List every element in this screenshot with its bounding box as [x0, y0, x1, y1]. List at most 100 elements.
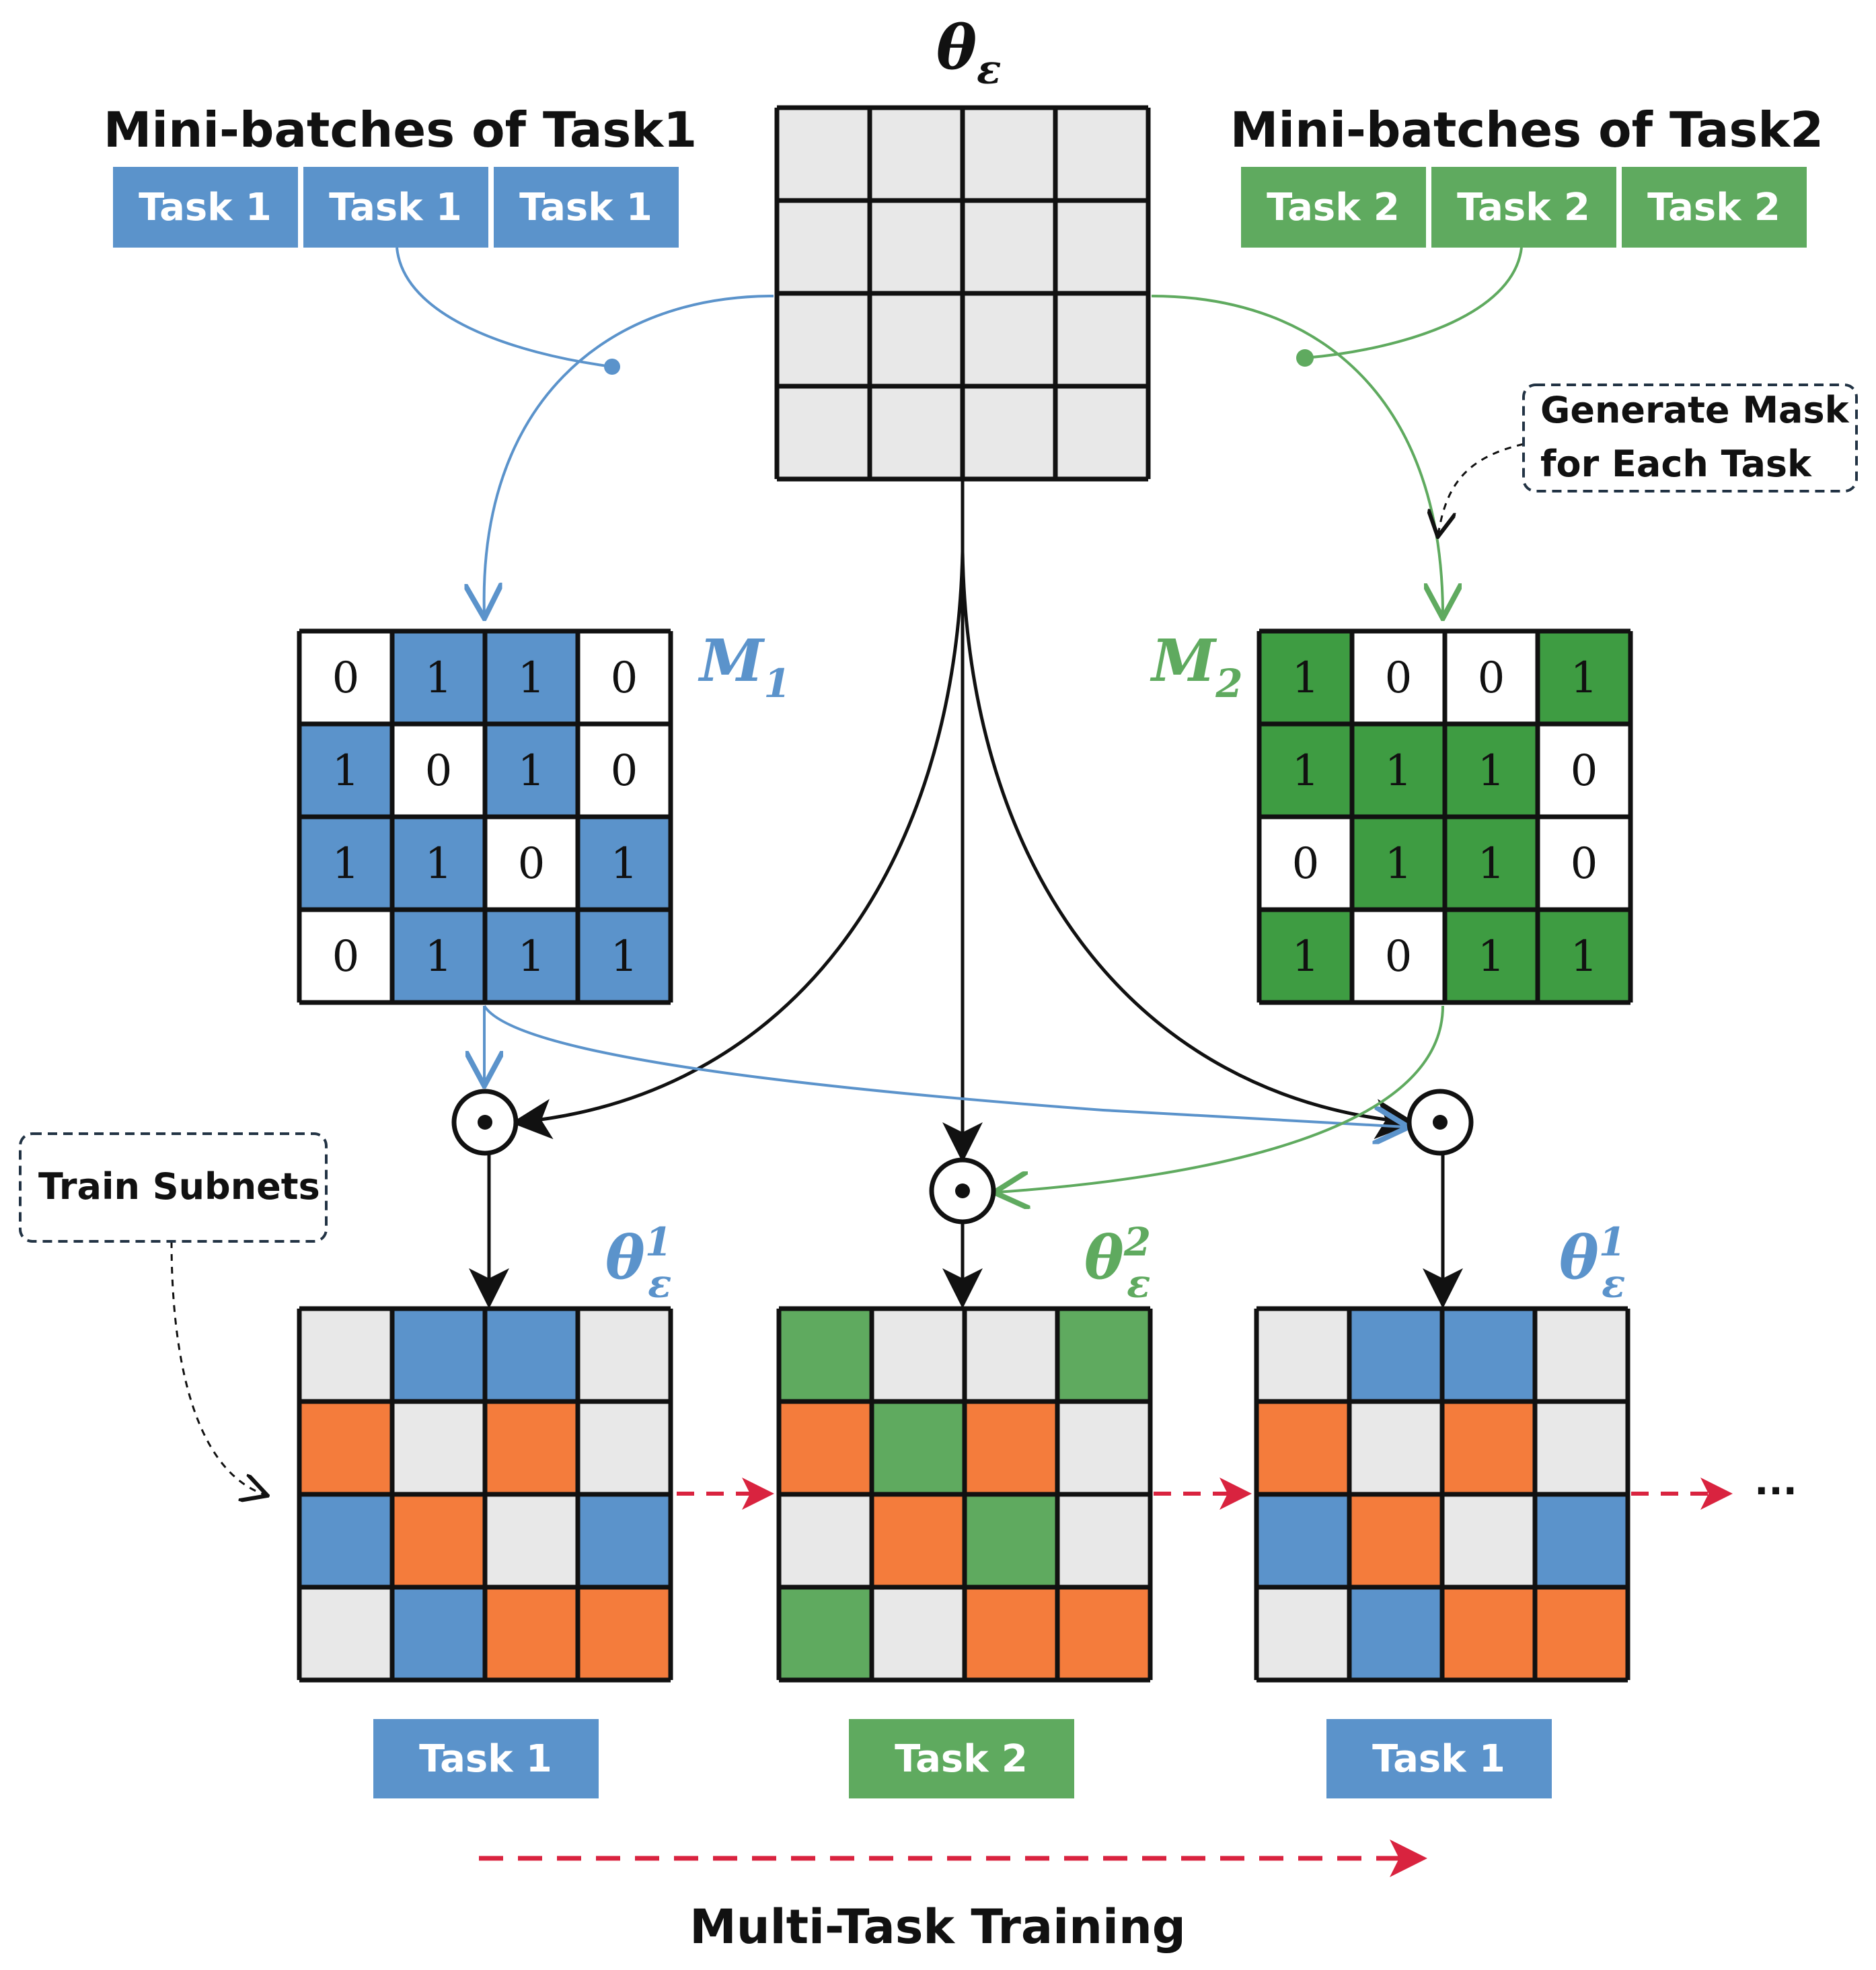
- task2-batch-box-2: Task 2: [1431, 167, 1616, 248]
- m1-mask-value: 1: [518, 653, 546, 703]
- generate-mask-line2: for Each Task: [1540, 443, 1812, 485]
- elementwise-operator-2: [929, 1157, 996, 1225]
- subnet-cell: [485, 1309, 578, 1401]
- elementwise-operator-3: [1406, 1089, 1474, 1156]
- theta-cell: [870, 386, 963, 479]
- subnet-cell: [485, 1401, 578, 1494]
- task2-batch-box-label: Task 2: [1647, 186, 1780, 229]
- m1-mask-cell: [485, 910, 578, 1002]
- m1-mask-cell: [392, 910, 485, 1002]
- m2-mask-cell: [1352, 631, 1445, 724]
- m2-mask-value: 0: [1385, 932, 1413, 982]
- subnet-cell: [1256, 1587, 1349, 1680]
- theta-cell: [777, 108, 870, 200]
- m1-mask-cell: [485, 724, 578, 817]
- m1-mask-cell: [299, 910, 392, 1002]
- task1-merge-dot: [604, 359, 620, 375]
- m2-mask-cell: [1445, 910, 1538, 1002]
- m1-mask-value: 1: [425, 839, 453, 889]
- subnet-grid-2: [776, 1306, 1153, 1683]
- theta-cell: [777, 200, 870, 293]
- m2-mask-value: 1: [1571, 653, 1598, 703]
- subnet-cell: [779, 1401, 872, 1494]
- subnet-cell: [299, 1587, 392, 1680]
- m2-mask-value: 1: [1478, 839, 1505, 889]
- m2-mask-cell: [1538, 631, 1630, 724]
- m2-mask-value: 1: [1292, 932, 1320, 982]
- task1-batch-box-label: Task 1: [329, 186, 462, 229]
- subnet-cell: [872, 1494, 965, 1587]
- m2-mask-cell: [1259, 724, 1352, 817]
- theta-cell: [777, 293, 870, 386]
- subnet-grid-1: [297, 1306, 673, 1683]
- m1-label: M1: [698, 627, 791, 706]
- subnet-grid-3: [1254, 1306, 1630, 1683]
- subnet-cell: [1349, 1309, 1442, 1401]
- subnet-cell: [1535, 1309, 1628, 1401]
- task1-batch-box-3: Task 1: [494, 167, 679, 248]
- m2-mask-value: 1: [1478, 746, 1505, 796]
- m2-mask-cell: [1538, 817, 1630, 910]
- trunk-to-op3: [961, 551, 1416, 1140]
- m2-mask-value: 1: [1478, 932, 1505, 982]
- m1-to-op3-arrow: [483, 1005, 1406, 1127]
- ellipsis: ···: [1754, 1469, 1797, 1513]
- m2-mask-cell: [1352, 817, 1445, 910]
- subnet-cell: [1057, 1401, 1150, 1494]
- subnet-cell: [1256, 1309, 1349, 1401]
- task1-batch-box-label: Task 1: [519, 186, 652, 229]
- subnet-cell: [578, 1401, 671, 1494]
- task2-batches-title: Mini-batches of Task2: [1230, 102, 1824, 158]
- theta-cell: [777, 386, 870, 479]
- subnet-cell: [1349, 1401, 1442, 1494]
- m2-mask-cell: [1445, 724, 1538, 817]
- m1-mask-value: 1: [518, 932, 546, 982]
- subnet-cell: [779, 1309, 872, 1401]
- m1-mask-value: 1: [611, 932, 638, 982]
- train-subnets-pointer: [170, 1241, 266, 1495]
- train-subnets-label: Train Subnets: [38, 1165, 320, 1208]
- theta-to-m2-arrow: [1151, 295, 1443, 616]
- subnet-cell: [578, 1309, 671, 1401]
- theta-cell: [870, 108, 963, 200]
- subnet-cell: [392, 1401, 485, 1494]
- m2-mask-value: 0: [1478, 653, 1505, 703]
- subnet-cell: [392, 1587, 485, 1680]
- theta-to-m1-arrow: [484, 295, 774, 616]
- theta-cell: [1055, 200, 1148, 293]
- m2-mask-cell: [1538, 910, 1630, 1002]
- subnet-cell: [299, 1309, 392, 1401]
- task1-batches-title: Mini-batches of Task1: [104, 102, 698, 158]
- subnet-cell: [1442, 1587, 1535, 1680]
- subnet-cell: [1535, 1587, 1628, 1680]
- m1-mask-value: 0: [332, 932, 360, 982]
- subnet-cell: [965, 1587, 1057, 1680]
- subnet-cell: [1442, 1309, 1535, 1401]
- m2-mask-cell: [1352, 910, 1445, 1002]
- subnet-task-label: Task 1: [1372, 1737, 1505, 1781]
- m2-mask-value: 1: [1385, 746, 1413, 796]
- generate-mask-note: Generate Mask for Each Task: [1522, 384, 1858, 492]
- m2-mask-value: 0: [1292, 839, 1320, 889]
- m1-mask-value: 1: [611, 839, 638, 889]
- m2-mask-cell: [1445, 817, 1538, 910]
- subnet-cell: [578, 1587, 671, 1680]
- m2-mask-value: 1: [1292, 653, 1320, 703]
- subnet-cell: [1256, 1494, 1349, 1587]
- task2-batch-box-label: Task 2: [1267, 186, 1400, 229]
- generate-mask-pointer: [1438, 443, 1524, 535]
- theta-parameter-grid: [774, 105, 1151, 482]
- theta-cell: [963, 108, 1055, 200]
- subnet-cell: [485, 1494, 578, 1587]
- subnet-cell: [578, 1494, 671, 1587]
- theta-cell: [1055, 293, 1148, 386]
- subnet-cell: [485, 1587, 578, 1680]
- m1-mask-cell: [392, 817, 485, 910]
